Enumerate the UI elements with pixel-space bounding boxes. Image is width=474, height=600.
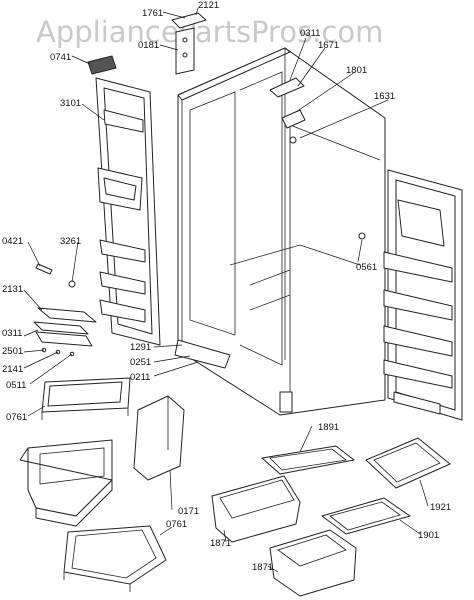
label-1921: 1921 (430, 502, 451, 513)
screw-0561 (358, 232, 366, 240)
left-door (95, 77, 161, 346)
drawer-left-lower (19, 439, 113, 527)
label-2501: 2501 (2, 346, 23, 357)
label-1891: 1891 (318, 422, 339, 433)
pan-frame-1891 (261, 445, 355, 475)
label-0761-upper: 0761 (6, 412, 27, 423)
pan-frame-1901 (321, 497, 411, 535)
label-2121: 2121 (198, 0, 219, 11)
label-0511: 0511 (6, 380, 26, 391)
top-hinge-parts (87, 12, 306, 144)
label-3101: 3101 (60, 98, 81, 109)
shelf-0761-upper (41, 377, 131, 420)
watermark: AppliancePartsPros.com (36, 15, 383, 49)
label-1291: 1291 (130, 342, 151, 353)
label-0741: 0741 (50, 52, 71, 63)
label-0171: 0171 (178, 506, 199, 517)
label-2131: 2131 (2, 284, 23, 295)
label-2141: 2141 (2, 364, 23, 375)
left-small-parts (33, 263, 97, 357)
label-1901: 1901 (418, 530, 439, 541)
leader-lines (23, 7, 429, 573)
label-0181: 0181 (138, 40, 159, 51)
label-1871-upper: 1871 (210, 538, 231, 549)
label-1871-lower: 1871 (252, 562, 273, 573)
label-3261: 3261 (60, 236, 81, 247)
shelf-1921 (365, 437, 451, 489)
right-door (383, 169, 463, 421)
label-0421: 0421 (2, 236, 23, 247)
pan-1871-lower (269, 529, 357, 597)
label-1631: 1631 (374, 91, 395, 102)
pan-1871-upper (211, 475, 301, 543)
refrigerator-cabinet (174, 47, 386, 416)
label-1671: 1671 (318, 40, 339, 51)
label-0251: 0251 (130, 357, 151, 368)
label-0211: 0211 (130, 372, 150, 383)
shelf-0761-lower (63, 525, 167, 592)
crisper-cover-0171 (133, 395, 185, 481)
label-0761-lower: 0761 (166, 519, 187, 530)
label-1801: 1801 (346, 65, 367, 76)
label-0311-top: 0311 (300, 28, 320, 39)
label-0311: 0311 (2, 328, 22, 339)
label-0561: 0561 (356, 262, 377, 273)
label-1761: 1761 (142, 8, 163, 19)
